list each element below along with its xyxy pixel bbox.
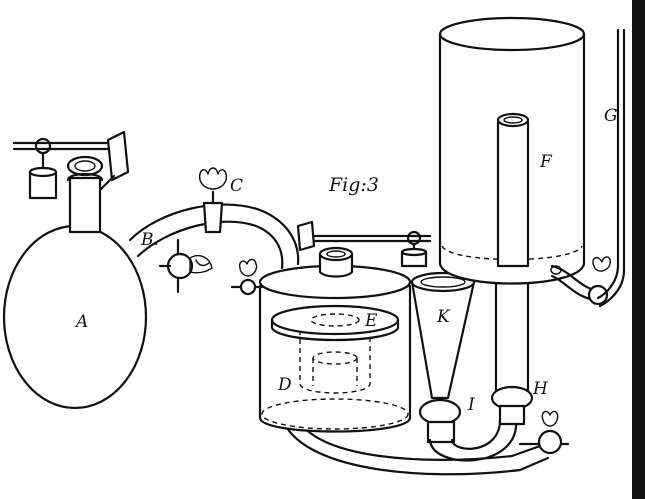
label-f: F [539, 152, 553, 172]
funnel-k [410, 271, 476, 444]
tube-g [596, 28, 626, 308]
label-e: E [364, 311, 378, 331]
outlet-f [550, 256, 612, 306]
flask-a [2, 155, 148, 410]
vessel-f [438, 16, 586, 285]
lever-d [296, 220, 432, 268]
stopcock-b [189, 254, 213, 274]
label-c: C [230, 176, 243, 196]
label-k: K [436, 307, 451, 327]
label-b: B. [140, 230, 159, 250]
stopcock-d [230, 258, 264, 296]
right-edge-bar [632, 0, 645, 499]
stopcock-c [198, 167, 228, 234]
plate-e [270, 304, 400, 394]
tube-h [490, 274, 570, 455]
label-a: A [74, 312, 88, 332]
label-g: G [604, 106, 618, 126]
figure-title: Fig:3 [328, 174, 379, 196]
label-i: I [467, 395, 475, 415]
connecting-tube-b [128, 203, 300, 294]
u-tube-i [428, 418, 518, 462]
label-h: H [532, 379, 549, 399]
label-d: D [277, 375, 292, 395]
weighted-lever [12, 130, 130, 200]
